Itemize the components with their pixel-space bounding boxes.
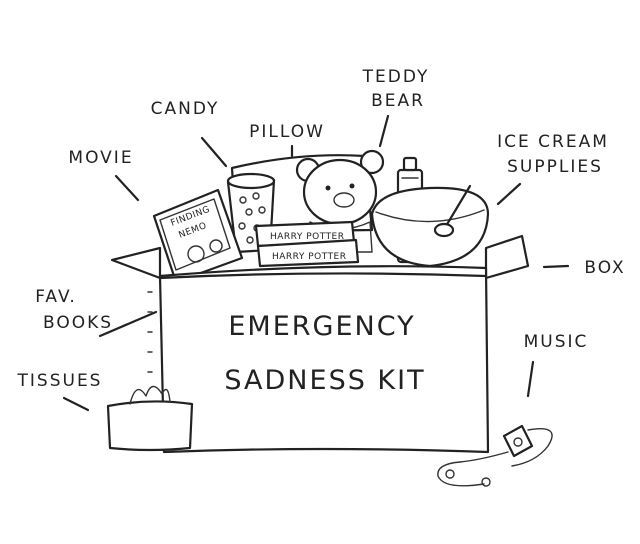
book-spine-2: HARRY POTTER <box>272 252 347 262</box>
label-teddy-bear-line2: BEAR <box>371 91 425 111</box>
label-teddy-bear-line1: TEDDY <box>362 67 430 87</box>
label-ice-cream-line2: SUPPLIES <box>507 157 603 177</box>
box-drawing <box>110 234 530 454</box>
label-pointers <box>62 114 570 412</box>
books-drawing: HARRY POTTER HARRY POTTER <box>254 220 360 268</box>
label-pillow: PILLOW <box>249 122 325 142</box>
label-music: MUSIC <box>524 332 589 352</box>
ice-cream-supplies-drawing <box>370 156 490 268</box>
label-candy: CANDY <box>151 99 220 119</box>
music-player-drawing <box>437 424 553 487</box>
label-tissues: TISSUES <box>17 371 103 391</box>
book-spine-1: HARRY POTTER <box>270 232 345 242</box>
kit-title-line1: EMERGENCY <box>228 311 415 342</box>
label-movie: MOVIE <box>68 148 133 168</box>
label-fav-books-line1: FAV. <box>35 287 77 307</box>
kit-title-line2: SADNESS KIT <box>224 365 425 396</box>
label-ice-cream-line1: ICE CREAM <box>497 132 609 152</box>
movie-dvd-drawing: FINDING NEMO <box>152 188 244 284</box>
label-box: BOX <box>584 258 625 278</box>
label-fav-books-line2: BOOKS <box>43 313 113 333</box>
teddy-bear-drawing <box>295 149 385 253</box>
tissue-box-drawing <box>106 385 194 452</box>
